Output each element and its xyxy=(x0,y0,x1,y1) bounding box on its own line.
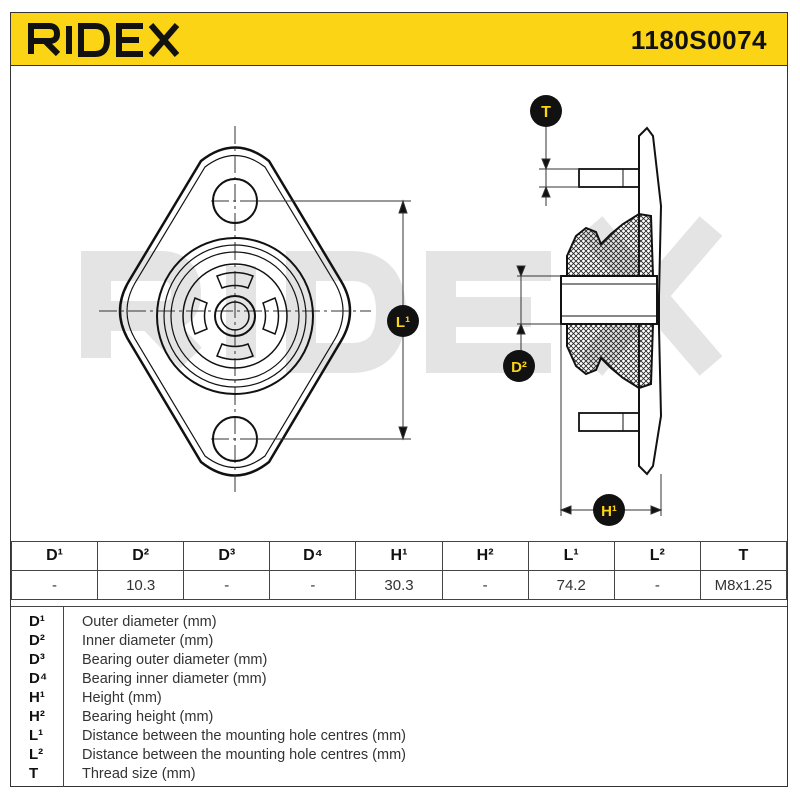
list-item: T Thread size (mm) xyxy=(11,765,787,783)
ridex-logo xyxy=(28,23,180,57)
legend-desc: Distance between the mounting hole centr… xyxy=(82,728,406,744)
value-d4: - xyxy=(269,570,357,600)
legend-code: L¹ xyxy=(29,727,44,744)
legend-code: T xyxy=(29,765,39,782)
list-item: L¹ Distance between the mounting hole ce… xyxy=(11,727,787,745)
list-item: H¹ Height (mm) xyxy=(11,689,787,707)
header-bar: 1180S0074 xyxy=(11,13,787,66)
header-d4: D⁴ xyxy=(269,541,357,571)
front-view xyxy=(99,126,371,496)
legend-code: D⁴ xyxy=(29,670,48,687)
legend-desc: Bearing outer diameter (mm) xyxy=(82,652,268,668)
value-h1: 30.3 xyxy=(355,570,443,600)
value-d3: - xyxy=(183,570,271,600)
legend: D¹ Outer diameter (mm) D² Inner diameter… xyxy=(11,606,787,787)
callout-d2: D² xyxy=(503,350,535,382)
svg-text:L¹: L¹ xyxy=(396,314,410,331)
svg-text:H¹: H¹ xyxy=(601,503,617,520)
legend-code: L² xyxy=(29,746,44,763)
svg-text:T: T xyxy=(541,104,551,121)
value-t: M8x1.25 xyxy=(699,570,788,600)
table-header-row: D¹ D² D³ D⁴ H¹ H² L¹ L² T xyxy=(10,541,788,571)
value-l1: 74.2 xyxy=(527,570,615,600)
header-l1: L¹ xyxy=(527,541,615,571)
legend-divider xyxy=(63,607,64,787)
list-item: H² Bearing height (mm) xyxy=(11,708,787,726)
side-view xyxy=(560,126,663,476)
header-h2: H² xyxy=(441,541,529,571)
value-d2: 10.3 xyxy=(97,570,185,600)
legend-code: D¹ xyxy=(29,613,45,630)
callout-t: T xyxy=(530,95,562,127)
legend-code: H¹ xyxy=(29,689,45,706)
table-row: - 10.3 - - 30.3 - 74.2 - M8x1.25 xyxy=(10,570,788,600)
callout-l1: L¹ xyxy=(387,305,419,337)
legend-code: D³ xyxy=(29,651,45,668)
legend-desc: Distance between the mounting hole centr… xyxy=(82,747,406,763)
callout-h1: H¹ xyxy=(593,494,625,526)
d2-dimension xyxy=(516,265,561,356)
list-item: D¹ Outer diameter (mm) xyxy=(11,613,787,631)
product-sheet: 1180S0074 xyxy=(10,12,788,787)
dimensions-table: D¹ D² D³ D⁴ H¹ H² L¹ L² T - 10.3 - - 30.… xyxy=(10,541,788,600)
header-d3: D³ xyxy=(183,541,271,571)
legend-desc: Outer diameter (mm) xyxy=(82,614,217,630)
header-d2: D² xyxy=(97,541,185,571)
svg-text:D²: D² xyxy=(511,359,527,376)
list-item: D² Inner diameter (mm) xyxy=(11,632,787,650)
legend-desc: Height (mm) xyxy=(82,690,162,706)
legend-code: D² xyxy=(29,632,45,649)
part-number: 1180S0074 xyxy=(630,25,767,55)
value-h2: - xyxy=(441,570,529,600)
header-d1: D¹ xyxy=(10,541,99,571)
legend-desc: Thread size (mm) xyxy=(82,766,196,782)
technical-drawing: T L¹ D² H¹ xyxy=(81,95,723,526)
header-h1: H¹ xyxy=(355,541,443,571)
list-item: D⁴ Bearing inner diameter (mm) xyxy=(11,670,787,688)
t-dimension xyxy=(539,126,579,206)
legend-code: H² xyxy=(29,708,45,725)
legend-desc: Bearing height (mm) xyxy=(82,709,214,725)
legend-desc: Bearing inner diameter (mm) xyxy=(82,671,267,687)
header-l2: L² xyxy=(613,541,701,571)
header-t: T xyxy=(699,541,788,571)
list-item: L² Distance between the mounting hole ce… xyxy=(11,746,787,764)
list-item: D³ Bearing outer diameter (mm) xyxy=(11,651,787,669)
legend-desc: Inner diameter (mm) xyxy=(82,633,214,649)
value-l2: - xyxy=(613,570,701,600)
value-d1: - xyxy=(10,570,99,600)
